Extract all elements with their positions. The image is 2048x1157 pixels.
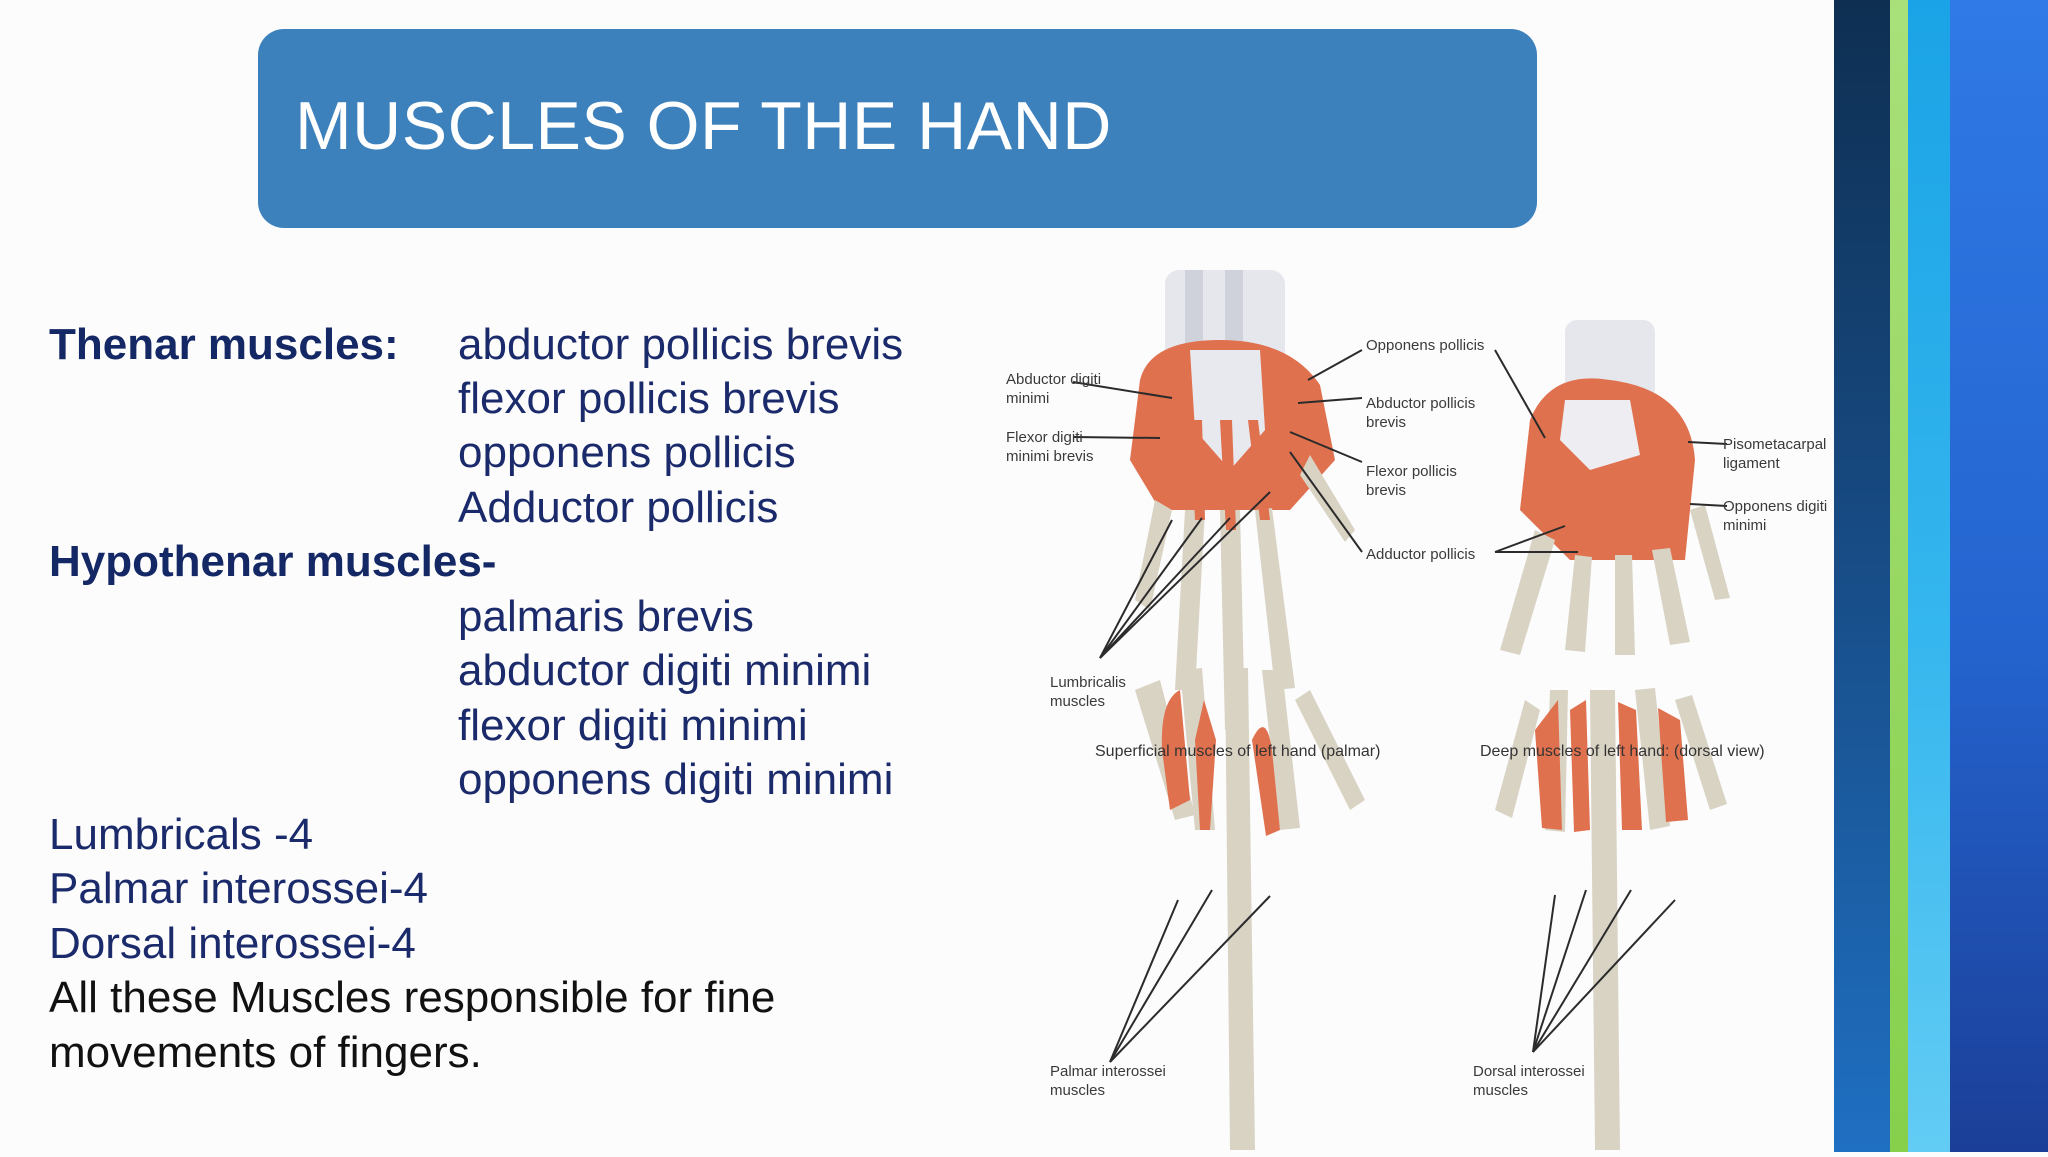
caption-superficial: Superficial muscles of left hand (palmar… (1095, 743, 1381, 760)
dorsal-interossei-line: Dorsal interossei-4 (49, 919, 416, 968)
palmar-interossei-line: Palmar interossei-4 (49, 864, 429, 913)
palmar-interossei-illustration (1135, 668, 1365, 1150)
thenar-item: abductor pollicis brevis (458, 320, 904, 369)
stripe-cyan (1908, 0, 1950, 1152)
stripe-green (1890, 0, 1908, 1152)
summary-line: movements of fingers. (49, 1028, 482, 1077)
hand-anatomy-illustration (1072, 270, 1730, 1150)
label-opponens-pollicis: Opponens pollicis (1366, 337, 1485, 354)
thenar-heading: Thenar muscles: (49, 320, 399, 369)
thenar-item: Adductor pollicis (458, 483, 779, 532)
summary-line: All these Muscles responsible for fine (49, 973, 776, 1022)
superficial-hand-illustration (1130, 270, 1355, 730)
decorative-stripes (1834, 0, 2048, 1152)
thenar-item: flexor pollicis brevis (458, 374, 840, 423)
title-banner: MUSCLES OF THE HAND (258, 29, 1537, 228)
caption-deep: Deep muscles of left hand: (dorsal view) (1480, 743, 1765, 760)
leader-lines (1072, 349, 1728, 1063)
hypothenar-item: opponens digiti minimi (458, 755, 894, 804)
muscle-list: Thenar muscles: abductor pollicis brevis… (0, 0, 960, 1152)
hypothenar-item: palmaris brevis (458, 592, 754, 641)
label-adductor-pollicis: Adductor pollicis (1366, 546, 1476, 563)
lumbricals-line: Lumbricals -4 (49, 810, 314, 859)
dorsal-interossei-illustration (1495, 688, 1727, 1150)
stripe-blue (1950, 0, 2048, 1152)
hypothenar-item: flexor digiti minimi (458, 701, 808, 750)
hypothenar-heading: Hypothenar muscles- (49, 537, 497, 586)
slide-title: MUSCLES OF THE HAND (295, 88, 1112, 164)
hypothenar-item: abductor digiti minimi (458, 646, 872, 695)
thenar-item: opponens pollicis (458, 428, 796, 477)
stripe-navy (1834, 0, 1890, 1152)
deep-hand-illustration (1500, 320, 1730, 655)
